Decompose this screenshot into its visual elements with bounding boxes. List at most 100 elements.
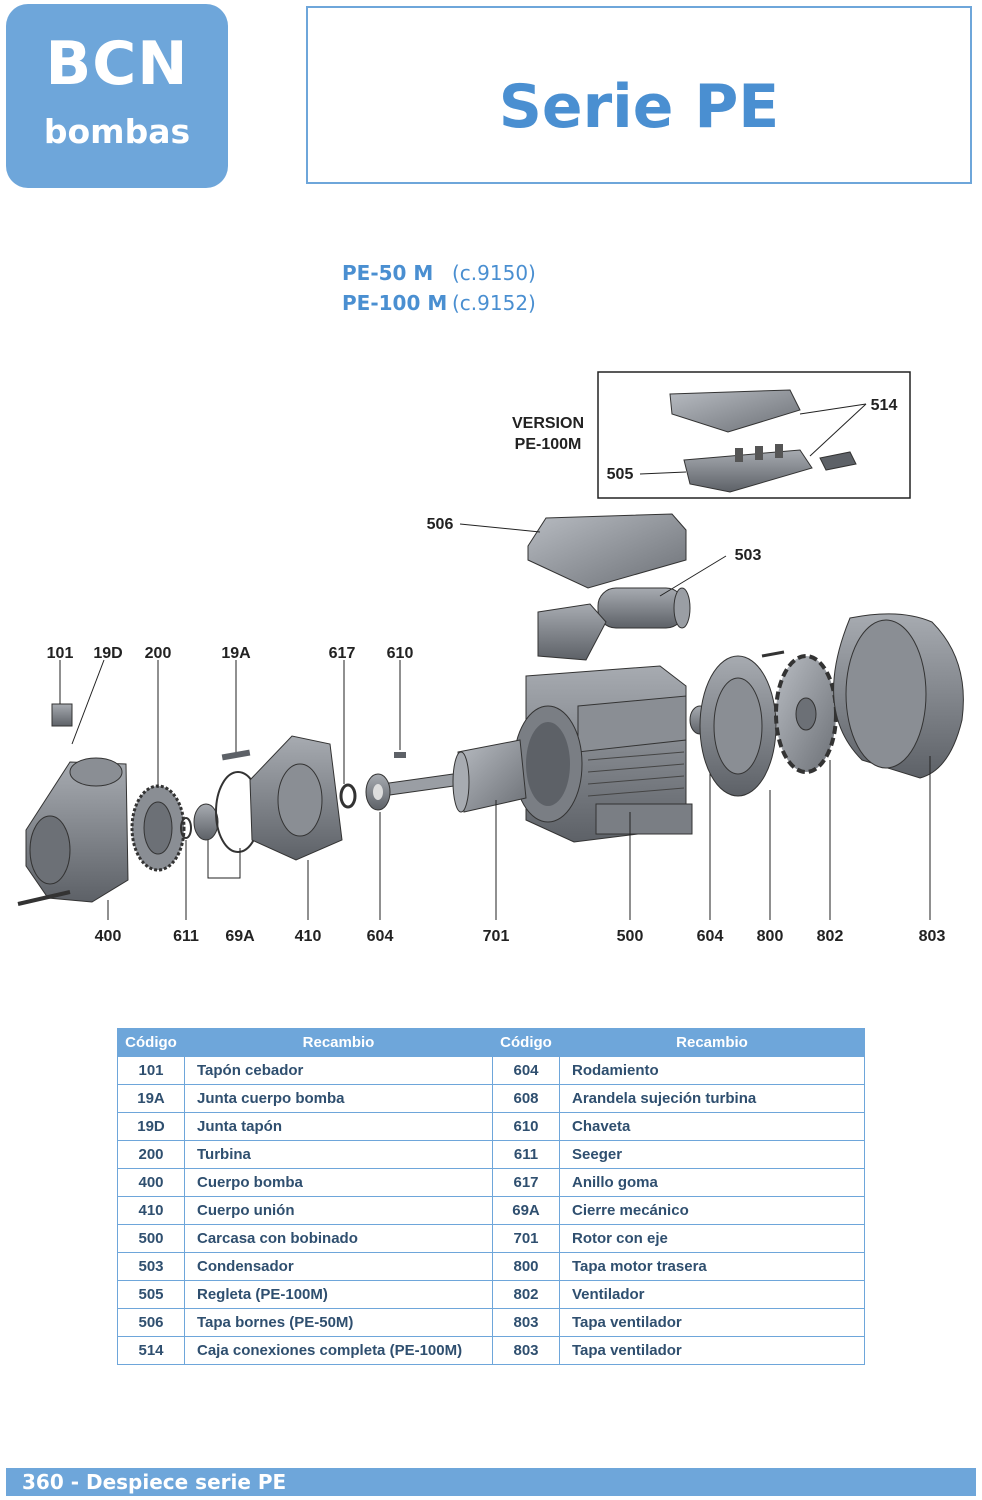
part-name: Tapa motor trasera [559,1252,865,1281]
page-footer: 360 - Despiece serie PE [6,1468,976,1496]
header-code: Código [492,1028,560,1057]
part-code: 701 [492,1224,560,1253]
part-code: 803 [492,1308,560,1337]
header-code: Código [117,1028,185,1057]
terminal-cover-506: 506 [427,513,687,589]
part-code: 500 [117,1224,185,1253]
part-name: Anillo goma [559,1168,865,1197]
part-label-701: 701 [483,928,510,945]
part-name: Turbina [184,1140,493,1169]
part-name: Chaveta [559,1112,865,1141]
part-name: Regleta (PE-100M) [184,1280,493,1309]
part-name: Tapa bornes (PE-50M) [184,1308,493,1337]
part-label-802: 802 [817,928,844,945]
part-name: Seeger [559,1140,865,1169]
part-name: Arandela sujeción turbina [559,1084,865,1113]
rear-end-shield [689,650,785,920]
page-title: Serie PE [498,72,780,142]
part-label-604-rear: 604 [697,928,724,945]
model-name: PE-50 M [342,261,434,285]
part-name: Rodamiento [559,1056,865,1085]
header-part: Recambio [184,1028,493,1057]
part-label-200: 200 [145,645,172,662]
seal-and-union [180,660,343,920]
part-label-101: 101 [47,645,74,662]
part-name: Caja conexiones completa (PE-100M) [184,1336,493,1365]
part-code: 101 [117,1056,185,1085]
part-code: 604 [492,1056,560,1085]
title-box: Serie PE [306,6,972,184]
version-label-line2: PE-100M [515,436,582,453]
part-label-610: 610 [387,645,414,662]
motor-housing-500 [513,603,693,920]
part-name: Junta cuerpo bomba [184,1084,493,1113]
part-code: 617 [492,1168,560,1197]
part-label-69a: 69A [225,928,255,945]
part-name: Ventilador [559,1280,865,1309]
header-part: Recambio [559,1028,865,1057]
part-name: Cuerpo unión [184,1196,493,1225]
part-label-514: 514 [871,397,898,414]
part-name: Tapa ventilador [559,1336,865,1365]
part-label-410: 410 [295,928,322,945]
part-label-800: 800 [757,928,784,945]
part-label-611: 611 [173,928,199,945]
version-inset: VERSION PE-100M 514 505 [512,371,911,499]
part-code: 803 [492,1336,560,1365]
part-name: Tapón cebador [184,1056,493,1085]
pump-body-400 [17,659,129,920]
bearings-front [339,660,406,920]
fan-cover-803 [833,613,964,920]
model-list: PE-50 M (c.9150) PE-100 M (c.9152) [342,258,602,318]
model-row: PE-100 M (c.9152) [342,288,602,318]
capacitor-503: 503 [597,547,762,629]
model-row: PE-50 M (c.9150) [342,258,602,288]
part-code: 800 [492,1252,560,1281]
part-code: 608 [492,1084,560,1113]
part-name: Rotor con eje [559,1224,865,1253]
part-label-19d: 19D [93,645,122,662]
part-label-506: 506 [427,516,454,533]
part-label-617: 617 [329,645,356,662]
part-code: 69A [492,1196,560,1225]
part-label-500: 500 [617,928,644,945]
part-name: Tapa ventilador [559,1308,865,1337]
part-code: 610 [492,1112,560,1141]
fan-802 [774,654,838,920]
part-name: Condensador [184,1252,493,1281]
part-name: Cierre mecánico [559,1196,865,1225]
part-code: 506 [117,1308,185,1337]
impeller-200 [130,660,186,872]
exploded-view-diagram: VERSION PE-100M 514 505 506 503 [17,371,964,945]
part-label-400: 400 [95,928,122,945]
part-code: 200 [117,1140,185,1169]
model-code: (c.9152) [452,291,536,315]
brand-logo: BCN bombas [6,4,228,188]
version-label-line1: VERSION [512,415,584,432]
table-header-row: Código Recambio Código Recambio [117,1028,865,1057]
part-code: 19A [117,1084,185,1113]
logo-text-bombas: bombas [43,112,191,151]
part-code: 514 [117,1336,185,1365]
part-name: Cuerpo bomba [184,1168,493,1197]
rotor-701 [379,739,527,920]
part-label-19a: 19A [221,645,251,662]
part-name: Junta tapón [184,1112,493,1141]
part-label-505: 505 [607,466,634,483]
part-code: 802 [492,1280,560,1309]
part-name: Carcasa con bobinado [184,1224,493,1253]
part-label-803: 803 [919,928,946,945]
part-label-503: 503 [735,547,762,564]
model-name: PE-100 M [342,291,448,315]
